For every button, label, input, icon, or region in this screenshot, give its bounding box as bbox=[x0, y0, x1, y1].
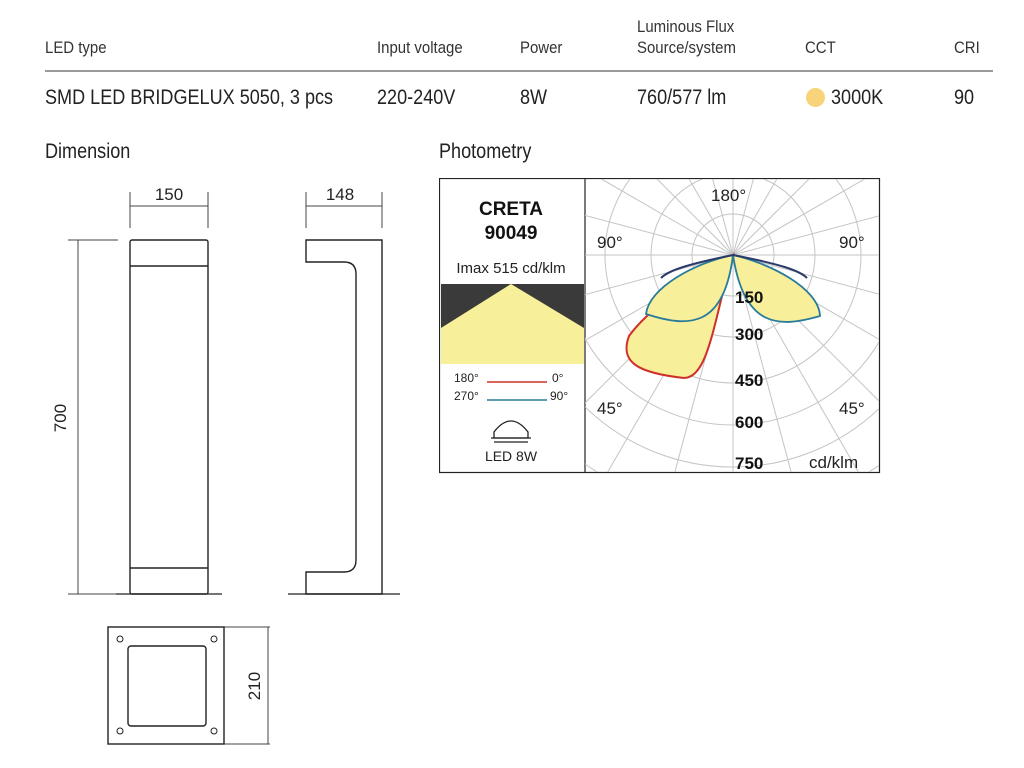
polar-spoke bbox=[600, 179, 734, 256]
angle-label-180: 180° bbox=[711, 186, 746, 205]
photometry-title: Photometry bbox=[439, 140, 532, 163]
value-cct: 3000K bbox=[831, 86, 884, 109]
angle-label-90-left: 90° bbox=[597, 233, 623, 252]
base-top-view bbox=[107, 626, 270, 745]
cct-color-swatch bbox=[806, 88, 825, 107]
table-divider bbox=[45, 70, 993, 72]
value-power: 8W bbox=[520, 86, 548, 109]
header-led-type: LED type bbox=[45, 38, 107, 57]
lamp-label: LED 8W bbox=[485, 448, 538, 464]
legend-blue-left: 270° bbox=[454, 389, 479, 403]
front-view bbox=[129, 239, 209, 595]
photometry-panel: CRETA 90049 Imax 515 cd/klm 180° 0° 270°… bbox=[439, 178, 881, 474]
header-flux-line1: Luminous Flux bbox=[637, 17, 735, 36]
legend-red-right: 0° bbox=[552, 371, 564, 385]
label-side-width: 148 bbox=[326, 185, 354, 204]
product-code: 90049 bbox=[485, 223, 538, 244]
polar-spoke bbox=[732, 179, 778, 256]
radial-label: 450 bbox=[735, 371, 763, 390]
polar-spoke bbox=[585, 214, 734, 256]
product-name: CRETA bbox=[479, 199, 543, 220]
polar-spoke bbox=[732, 215, 879, 256]
polar-spoke bbox=[732, 254, 792, 472]
label-base-size: 210 bbox=[245, 672, 264, 700]
value-led-type: SMD LED BRIDGELUX 5050, 3 pcs bbox=[45, 86, 334, 109]
value-input-voltage: 220-240V bbox=[377, 86, 456, 109]
polar-spoke bbox=[732, 179, 754, 256]
radial-label: 300 bbox=[735, 325, 763, 344]
polar-spoke bbox=[732, 179, 866, 256]
polar-spoke bbox=[732, 179, 810, 256]
angle-label-90-right: 90° bbox=[839, 233, 865, 252]
polar-spoke bbox=[712, 179, 734, 256]
curve-c90-left bbox=[645, 253, 735, 323]
value-cri: 90 bbox=[954, 86, 975, 109]
beam-illustration bbox=[441, 284, 584, 364]
dimension-drawing: 150 148 700 210 bbox=[51, 185, 400, 745]
header-cct: CCT bbox=[805, 38, 836, 57]
curve-c90-right bbox=[731, 253, 821, 323]
radial-label: 600 bbox=[735, 413, 763, 432]
angle-label-45-right: 45° bbox=[839, 399, 865, 418]
lamp-icon bbox=[491, 420, 531, 443]
header-power: Power bbox=[520, 38, 563, 57]
header-cri: CRI bbox=[954, 38, 980, 57]
radial-label: 150 bbox=[735, 288, 763, 307]
header-input-voltage: Input voltage bbox=[377, 38, 463, 57]
label-height: 700 bbox=[51, 404, 70, 432]
header-flux-line2: Source/system bbox=[637, 38, 736, 57]
legend-red-left: 180° bbox=[454, 371, 479, 385]
legend-blue-right: 90° bbox=[550, 389, 568, 403]
polar-spoke bbox=[656, 179, 734, 256]
curve-upper-outline bbox=[660, 254, 808, 279]
radial-label: 750 bbox=[735, 454, 763, 473]
imax-label: Imax 515 cd/klm bbox=[456, 260, 565, 277]
label-front-width: 150 bbox=[155, 185, 183, 204]
polar-spoke bbox=[688, 179, 734, 256]
angle-label-45-left: 45° bbox=[597, 399, 623, 418]
unit-label: cd/klm bbox=[809, 453, 858, 472]
dimension-title: Dimension bbox=[45, 140, 131, 163]
value-flux: 760/577 lm bbox=[637, 86, 727, 109]
side-view bbox=[305, 239, 383, 595]
